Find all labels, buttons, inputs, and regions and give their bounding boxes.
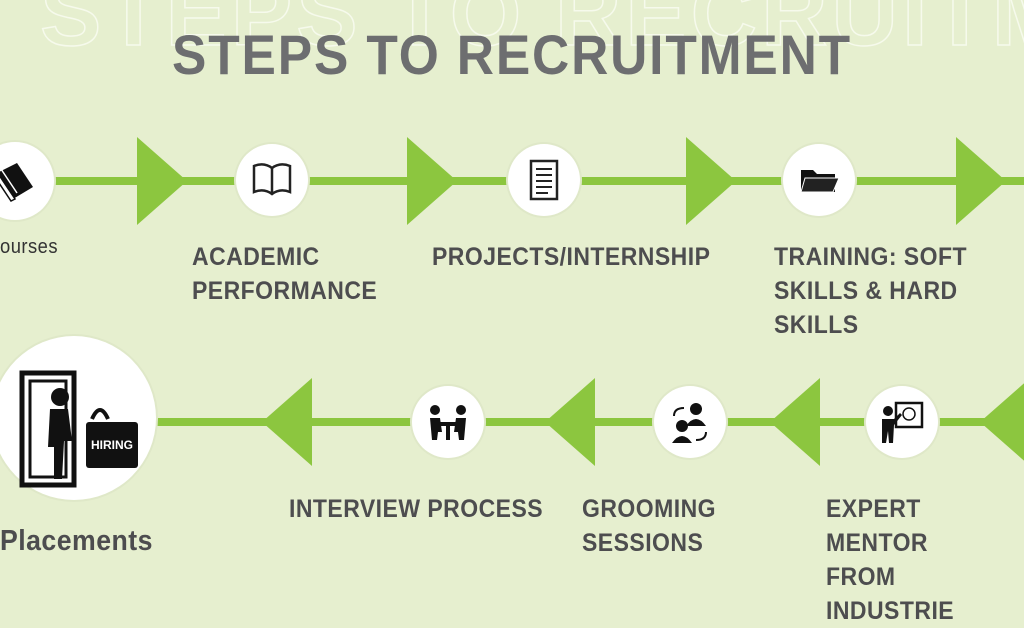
step-label-academic: ACADEMIC PERFORMANCE — [192, 243, 378, 305]
page-title: STEPS TO RECRUITMENT — [172, 23, 852, 86]
title-watermark: STEPS TO RECRUITMENT — [39, 0, 1024, 66]
step-label-projects: PROJECTS/INTERNSHIP — [432, 243, 711, 271]
step-node-grooming — [654, 386, 726, 458]
people-exchange-icon — [672, 403, 707, 443]
step-node-placements — [0, 336, 156, 500]
step-label-grooming: GROOMING SESSIONS — [582, 495, 717, 557]
step-label-courses: ourses — [0, 236, 58, 258]
step-node-academic — [236, 144, 308, 216]
step-label-interview: INTERVIEW PROCESS — [289, 495, 544, 523]
step-node-courses — [0, 142, 54, 220]
open-book-icon — [252, 163, 292, 196]
arrow-left-1 — [262, 378, 312, 466]
arrow-right-4 — [956, 137, 1006, 225]
notepad-icon — [529, 159, 559, 201]
books-icon — [0, 163, 33, 202]
step-node-projects — [508, 144, 580, 216]
folder-icon — [800, 170, 840, 193]
meeting-table-icon — [430, 405, 466, 440]
step-node-expert-mentor — [866, 386, 938, 458]
step-node-training — [783, 144, 855, 216]
arrow-left-4 — [980, 378, 1024, 466]
step-label-placements: Placements — [0, 525, 153, 557]
arrow-left-2 — [545, 378, 595, 466]
step-label-expert-mentor: EXPERT MENTOR FROM INDUSTRIE — [826, 495, 955, 625]
arrow-right-1 — [137, 137, 187, 225]
exit-door-person-icon — [19, 370, 110, 488]
arrow-right-2 — [407, 137, 457, 225]
step-label-training: TRAINING: SOFT SKILLS & HARD SKILLS — [774, 243, 967, 339]
arrow-right-3 — [686, 137, 736, 225]
hiring-bag-badge: HIRING — [86, 422, 138, 468]
step-node-interview — [412, 386, 484, 458]
arrow-left-3 — [770, 378, 820, 466]
presenter-board-icon — [882, 401, 924, 443]
